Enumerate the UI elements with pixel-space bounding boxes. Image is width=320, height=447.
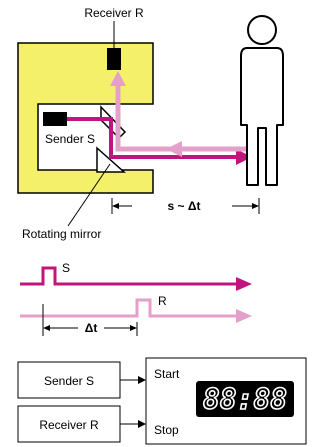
- sender-beam-arrowhead: [236, 149, 252, 165]
- timer-start-label: Start: [154, 367, 180, 381]
- sender-box-label: Sender S: [44, 374, 94, 388]
- receiver-signal-arrowhead: [236, 309, 252, 323]
- sender-element: [43, 112, 67, 126]
- timer-display: [196, 381, 294, 417]
- sender-beam: [67, 117, 252, 159]
- return-beam-arrowhead-up: [110, 71, 126, 86]
- pulse-r-label: R: [158, 294, 167, 308]
- pulse-s-label: S: [62, 261, 70, 275]
- sender-signal-arrowhead: [236, 277, 252, 291]
- delta-t-label: Δt: [85, 321, 98, 335]
- start-arrowhead: [138, 376, 146, 384]
- return-beam-arrowhead-left: [166, 141, 182, 157]
- receiver-box: [17, 405, 121, 443]
- sender-box: [17, 361, 121, 399]
- receiver-box-label: Receiver R: [39, 418, 99, 432]
- distance-arrowhead-right: [252, 203, 259, 209]
- person-figure: [240, 15, 284, 186]
- sender-label: Sender S: [45, 132, 95, 146]
- delta-t-arrowhead-left: [43, 325, 50, 331]
- rotating-mirror-leader-line: [67, 163, 111, 227]
- timer-stop-label: Stop: [154, 423, 179, 437]
- sender-signal-line: [20, 266, 244, 286]
- timer-display-digits: 88:88: [203, 383, 287, 416]
- receiver-signal-line: [20, 298, 244, 318]
- distance-arrowhead-left: [112, 203, 119, 209]
- receiver-label: Receiver R: [84, 6, 144, 20]
- delta-t-arrowhead-right: [130, 325, 137, 331]
- receiver-element: [107, 48, 121, 70]
- distance-label: s ~ Δt: [168, 199, 201, 213]
- mirror-lower: [96, 146, 126, 173]
- stop-arrowhead: [138, 420, 146, 428]
- rotating-mirror-label: Rotating mirror: [22, 227, 101, 241]
- return-beam: [115, 79, 250, 152]
